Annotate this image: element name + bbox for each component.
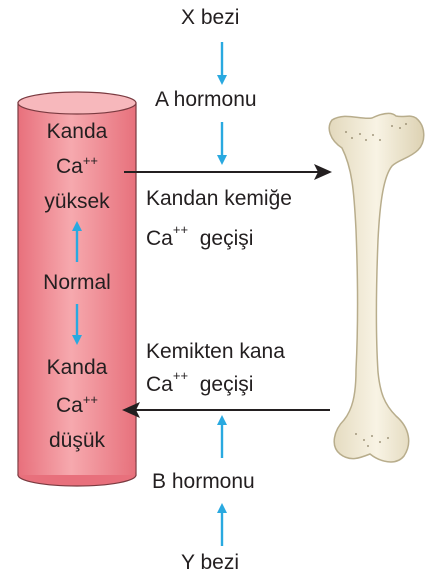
hormone-b-label: B hormonu — [152, 470, 255, 494]
vessel-high-line1: Kanda — [18, 120, 136, 144]
vessel-normal-label: Normal — [18, 271, 136, 295]
vessel-high-ion: Ca++ — [18, 155, 136, 179]
transfer-suffix: geçişi — [200, 227, 254, 250]
ion-symbol: Ca — [146, 373, 173, 396]
vessel-low-line3: düşük — [18, 429, 136, 453]
gland-x-label: X bezi — [181, 6, 239, 30]
arrow-blood-to-bone — [124, 164, 332, 180]
transfer-suffix: geçişi — [200, 373, 254, 396]
transfer-to-bone-line2: Ca++ geçişi — [146, 227, 253, 251]
vessel-low-line1: Kanda — [18, 356, 136, 380]
hormone-a-label: A hormonu — [155, 88, 257, 112]
ion-charge: ++ — [83, 392, 98, 407]
transfer-to-blood-line1: Kemikten kana — [146, 340, 285, 364]
ion-symbol: Ca — [146, 227, 173, 250]
ion-charge: ++ — [173, 222, 188, 237]
ion-symbol: Ca — [56, 155, 83, 178]
vessel-high-line3: yüksek — [18, 190, 136, 214]
transfer-to-bone-line1: Kandan kemiğe — [146, 187, 292, 211]
arrow-bone-to-blood — [122, 402, 330, 418]
gland-y-label: Y bezi — [181, 551, 239, 575]
ion-charge: ++ — [83, 153, 98, 168]
ion-symbol: Ca — [56, 394, 83, 417]
bone-illustration — [329, 113, 424, 462]
transfer-to-blood-line2: Ca++ geçişi — [146, 373, 253, 397]
vessel-low-ion: Ca++ — [18, 394, 136, 418]
ion-charge: ++ — [173, 368, 188, 383]
